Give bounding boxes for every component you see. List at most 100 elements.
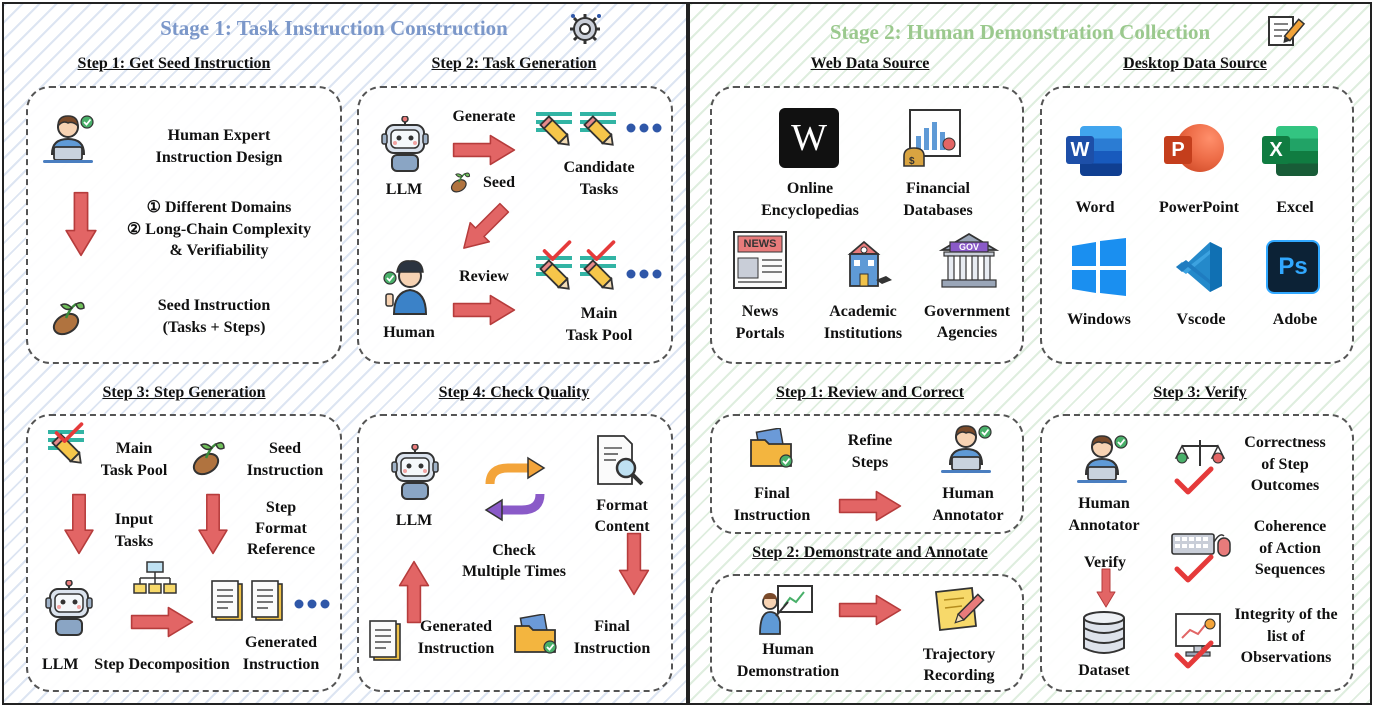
right-arrow-icon xyxy=(452,132,516,173)
desktop-source-title: Desktop Data Source xyxy=(1123,55,1267,72)
s3-llm-label: LLM xyxy=(42,656,79,673)
up-arrow-icon xyxy=(394,540,434,624)
s3-seed-label-2: Instruction xyxy=(246,462,324,479)
seed-instr-label-2: (Tasks + Steps) xyxy=(162,319,266,336)
notepad-pencil-icon xyxy=(1266,14,1306,53)
word-glyph: W xyxy=(1066,136,1094,164)
c1-label-2: of Step xyxy=(1261,456,1309,473)
req-label-1: ① Different Domains xyxy=(146,199,292,216)
input-label-2: Tasks xyxy=(114,533,154,550)
seed-instr-label-1: Seed Instruction xyxy=(157,297,271,314)
news-label-1: News xyxy=(741,303,779,320)
down-arrow-icon xyxy=(602,532,650,613)
req-label-3: & Verifiability xyxy=(169,242,269,259)
expert-label-1: Human Expert xyxy=(167,127,271,144)
robot-icon xyxy=(380,116,430,177)
web-source-title: Web Data Source xyxy=(810,55,930,72)
folder-icon xyxy=(748,428,794,473)
s2-annot-label-2: Annotator xyxy=(932,507,1004,524)
down-arrow-icon xyxy=(1086,568,1122,615)
verify-label: Verify xyxy=(1083,554,1127,571)
format-ref-label-3: Reference xyxy=(246,541,316,558)
stage2-title: Stage 2: Human Demonstration Collection xyxy=(829,20,1211,44)
req-label-2: ② Long-Chain Complexity xyxy=(126,221,312,238)
stage1-title: Stage 1: Task Instruction Construction xyxy=(160,16,508,40)
decomposition-label: Step Decomposition xyxy=(94,656,230,673)
fin-label-1: Financial xyxy=(905,180,970,197)
c2-label-3: Sequences xyxy=(1254,561,1326,578)
generate-label: Generate xyxy=(452,108,516,125)
c3-label-3: Observations xyxy=(1240,649,1332,666)
format-ref-label-1: Step xyxy=(265,499,297,516)
human-expert-icon xyxy=(40,114,96,169)
stage2-panel: Stage 2: Human Demonstration Collection … xyxy=(688,2,1372,705)
s1-step3-title: Step 3: Step Generation xyxy=(102,384,266,401)
newspaper-icon: NEWS xyxy=(732,230,788,290)
s2-step3-title: Step 3: Verify xyxy=(1153,384,1247,401)
more-dots-icon xyxy=(626,266,662,284)
s4-final-label-1: Final xyxy=(594,618,630,635)
right-arrow-icon xyxy=(130,604,194,645)
demo-label-2: Demonstration xyxy=(736,663,840,680)
magnifier-doc-icon xyxy=(594,434,646,493)
vscode-icon xyxy=(1172,240,1224,299)
excel-glyph: X xyxy=(1262,136,1290,164)
powerpoint-label: PowerPoint xyxy=(1159,199,1239,216)
right-arrow-icon xyxy=(452,292,516,333)
right-arrow-icon xyxy=(838,592,902,633)
sticky-note-icon xyxy=(932,586,985,641)
stage1-panel: Stage 1: Task Instruction Construction S… xyxy=(2,2,688,705)
s1-step4-title: Step 4: Check Quality xyxy=(438,384,590,401)
format-content-label-2: Content xyxy=(594,518,650,535)
c3-label-2: list of xyxy=(1267,628,1305,645)
hierarchy-icon xyxy=(132,560,178,605)
format-ref-label-2: Format xyxy=(255,520,307,537)
s1s2-llm-label: LLM xyxy=(385,181,423,198)
s4-final-label-2: Instruction xyxy=(573,640,651,657)
pool-label-1: Main xyxy=(580,305,618,322)
web-source-box xyxy=(710,86,1024,364)
down-arrow-icon xyxy=(182,493,228,571)
dataset-label: Dataset xyxy=(1078,662,1130,679)
pool-label-2: Task Pool xyxy=(565,327,633,344)
svg-text:$: $ xyxy=(909,156,915,167)
diagonal-arrow-icon xyxy=(453,197,515,261)
news-label-2: Portals xyxy=(735,325,785,342)
s3-generated-label-1: Generated xyxy=(245,634,317,651)
wiki-label-1: Online xyxy=(786,180,834,197)
verify-annot-label-1: Human xyxy=(1078,495,1130,512)
s3-seed-label-1: Seed xyxy=(269,440,301,457)
windows-icon xyxy=(1070,238,1128,301)
expert-label-2: Instruction Design xyxy=(155,149,283,166)
check-mark-icon xyxy=(54,422,84,449)
check-label-1: Check xyxy=(492,542,536,559)
database-icon xyxy=(1080,610,1128,661)
financial-chart-icon: $ xyxy=(902,108,964,175)
c2-label-2: of Action xyxy=(1259,540,1321,557)
s1-step2-title: Step 2: Task Generation xyxy=(431,55,597,72)
gov-glyph: GOV xyxy=(958,242,979,252)
c1-label-3: Outcomes xyxy=(1250,477,1320,494)
robot-icon xyxy=(44,580,94,641)
check-mark-icon xyxy=(586,240,616,267)
sprout-icon xyxy=(188,436,228,481)
wiki-label-2: Encyclopedias xyxy=(761,202,859,219)
academic-building-icon xyxy=(836,238,892,295)
s3-generated-label-2: Instruction xyxy=(242,656,320,673)
traj-label-1: Trajectory xyxy=(922,646,996,663)
gov-label-2: Agencies xyxy=(936,324,998,341)
refine-label-2: Steps xyxy=(851,454,889,471)
robot-icon xyxy=(390,444,440,505)
s1-step1-title: Step 1: Get Seed Instruction xyxy=(77,55,271,72)
ppt-glyph: P xyxy=(1164,136,1192,164)
seed-label: Seed xyxy=(483,174,515,191)
document-icon xyxy=(366,618,402,667)
s2-annot-label-1: Human xyxy=(942,485,994,502)
word-icon: W xyxy=(1066,122,1124,178)
traj-label-2: Recording xyxy=(923,667,995,684)
down-arrow-icon xyxy=(48,493,94,571)
check-label-2: Multiple Times xyxy=(462,563,566,580)
check-mark-icon xyxy=(1174,554,1214,589)
more-dots-icon xyxy=(294,596,330,614)
right-arrow-icon xyxy=(838,488,902,529)
